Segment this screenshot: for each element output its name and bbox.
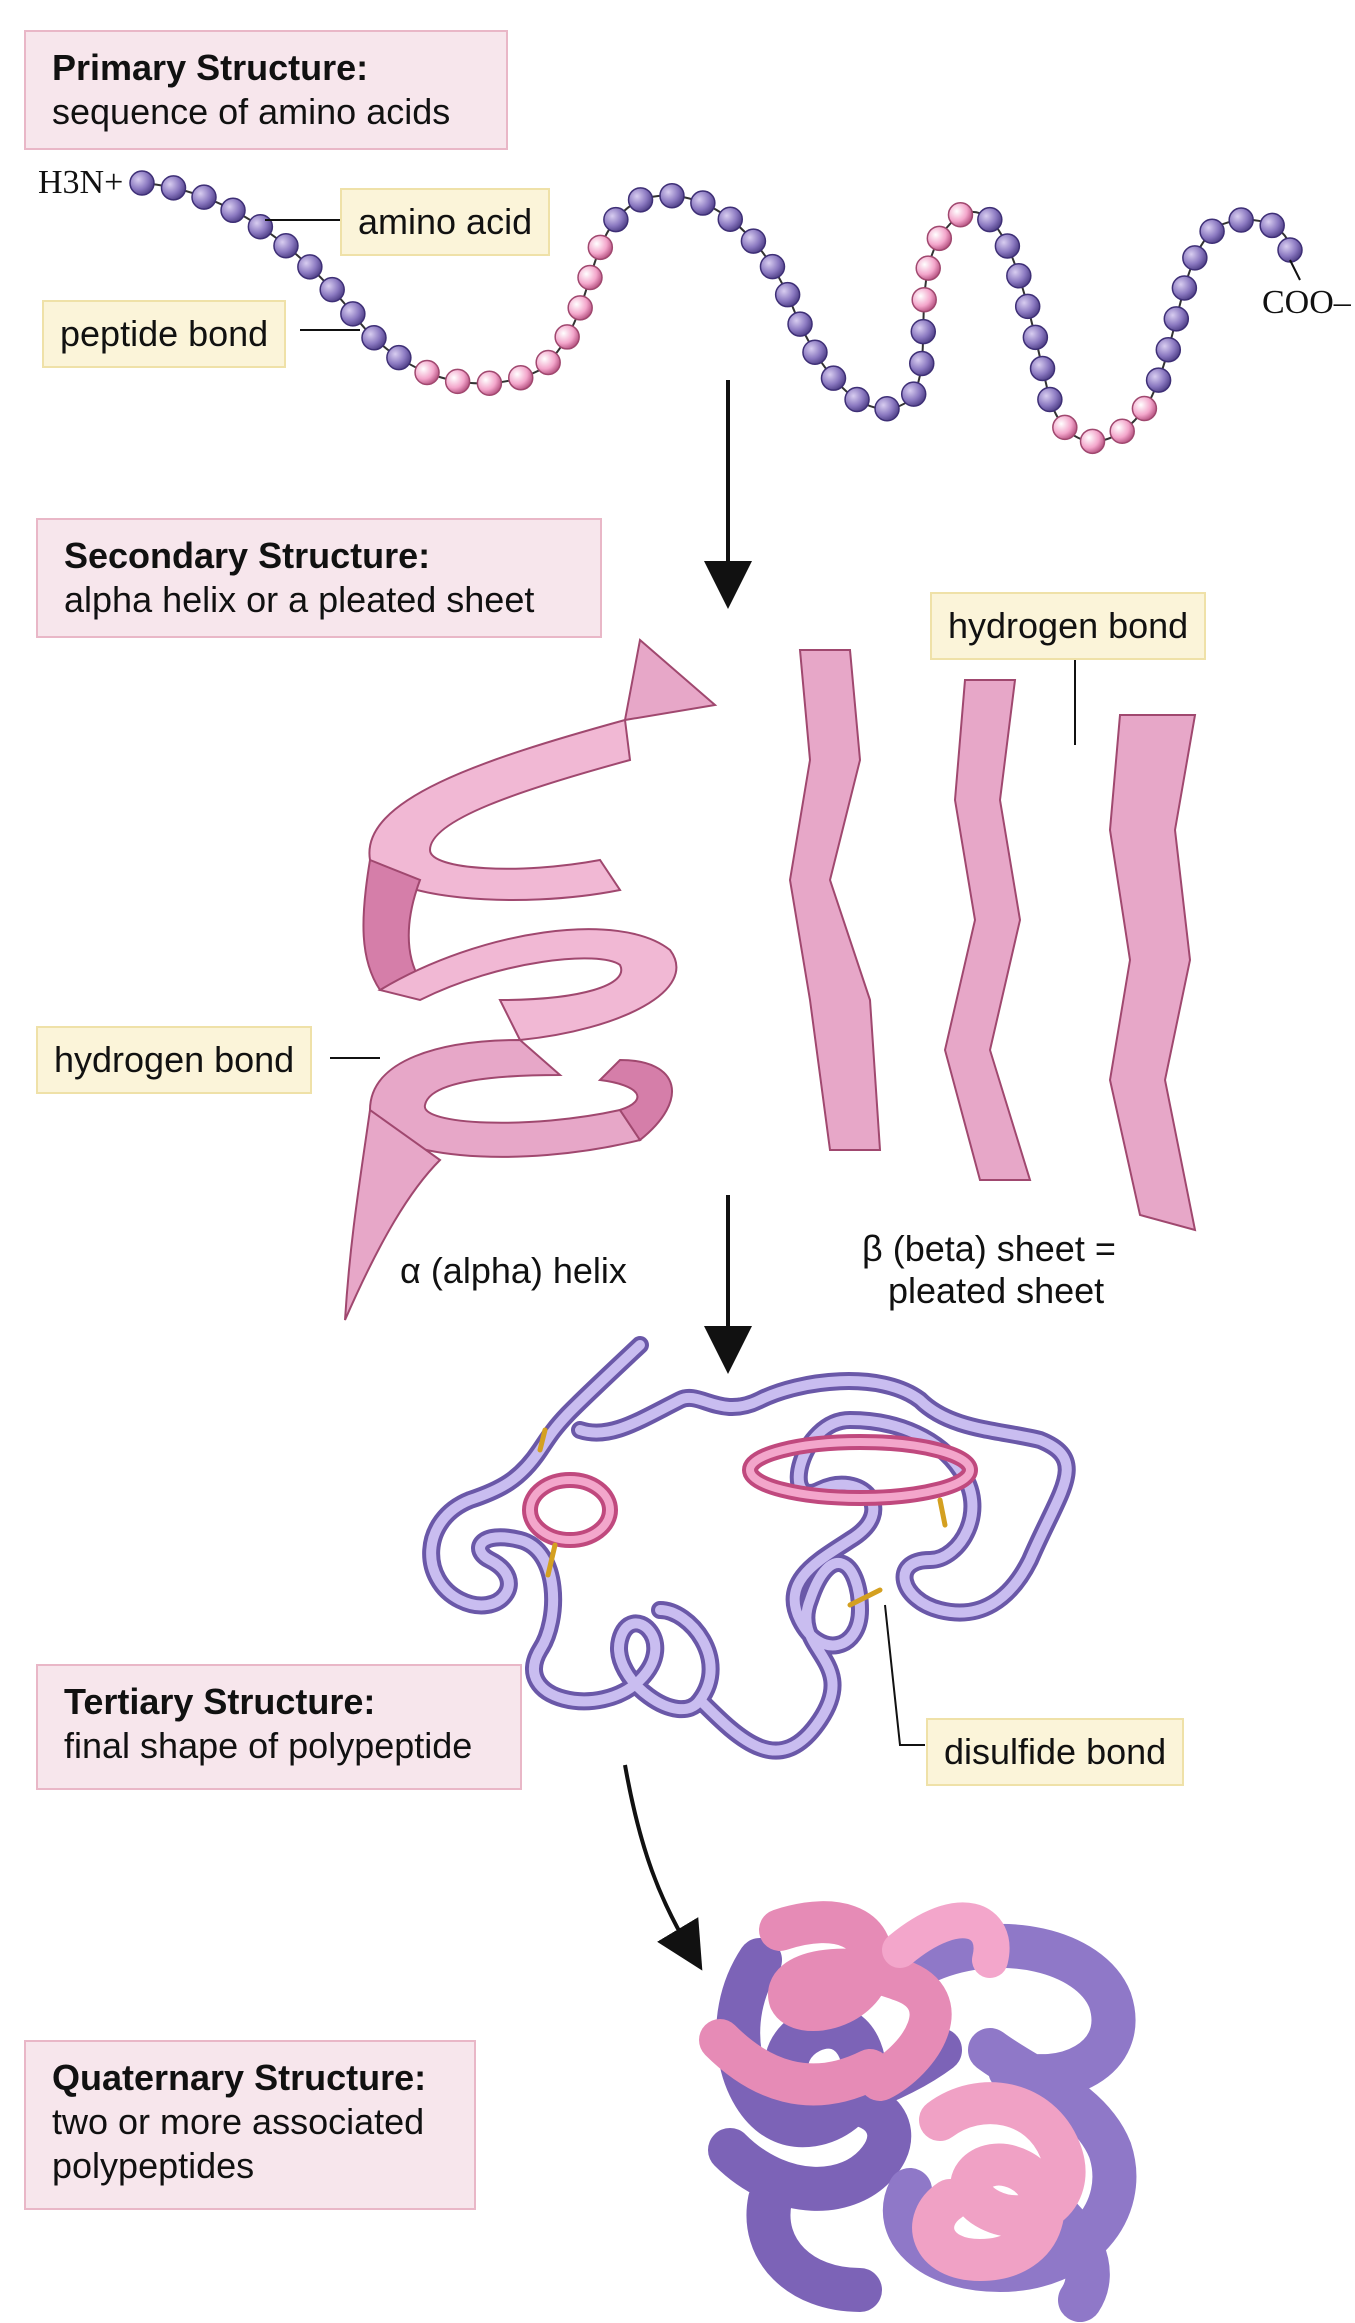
amino-acid-bead <box>910 318 937 345</box>
peptide-bead <box>567 295 593 321</box>
peptide-bond-label: peptide bond <box>42 300 287 368</box>
beta-sheet-caption-line1: β (beta) sheet = <box>862 1228 1116 1269</box>
peptide-bead <box>1079 428 1106 455</box>
amino-acid-bead <box>787 311 813 337</box>
amino-acid-bead <box>908 350 935 377</box>
amino-acid-bead <box>1029 355 1056 382</box>
quaternary-subtitle-line2: polypeptides <box>52 2145 255 2186</box>
peptide-bead <box>507 364 534 391</box>
secondary-title: Secondary Structure: <box>64 535 431 576</box>
amino-acid-bead <box>297 254 323 280</box>
hydrogen-bond-sheet-label: hydrogen bond <box>930 592 1207 660</box>
amino-acid-bead <box>319 276 345 303</box>
amino-acid-bead <box>386 344 412 371</box>
amino-acid-bead <box>1022 324 1049 351</box>
amino-acid-label: amino acid <box>340 188 551 256</box>
alpha-helix-caption: α (alpha) helix <box>400 1250 627 1291</box>
tertiary-structure-box: Tertiary Structure: final shape of polyp… <box>36 1664 522 1790</box>
amino-acid-bead <box>247 213 274 240</box>
tertiary-title: Tertiary Structure: <box>64 1681 376 1722</box>
amino-acid-bead <box>844 386 870 413</box>
peptide-bead <box>577 264 603 291</box>
c-terminus-label: COO– <box>1262 284 1351 321</box>
amino-acid-bead <box>740 228 767 254</box>
amino-acid-chain <box>129 170 1303 455</box>
amino-acid-bead <box>690 190 716 216</box>
amino-acid-bead <box>191 184 217 210</box>
amino-acid-bead <box>340 301 366 327</box>
amino-acid-bead <box>160 175 187 201</box>
peptide-bead <box>554 324 580 350</box>
quaternary-subtitle-line1: two or more associated <box>52 2101 425 2142</box>
amino-acid-bead <box>1199 218 1225 244</box>
peptide-bead <box>414 359 440 386</box>
primary-structure-box: Primary Structure: sequence of amino aci… <box>24 30 508 150</box>
amino-acid-bead <box>220 197 246 224</box>
alpha-helix-ribbon <box>344 638 718 1321</box>
secondary-structure-box: Secondary Structure: alpha helix or a pl… <box>36 518 602 638</box>
amino-acid-bead <box>1014 293 1041 320</box>
peptide-bead <box>947 202 974 228</box>
peptide-bead <box>911 286 937 313</box>
hydrogen-bond-helix-label: hydrogen bond <box>36 1026 313 1094</box>
peptide-bead <box>444 368 471 395</box>
peptide-bead <box>535 349 561 376</box>
amino-acid-bead <box>900 381 927 407</box>
amino-acid-bead <box>759 253 786 280</box>
amino-acid-bead <box>603 206 629 233</box>
quaternary-structure-box: Quaternary Structure: two or more associ… <box>24 2040 476 2210</box>
peptide-bead <box>1131 395 1158 422</box>
tertiary-ribbon <box>422 1336 1076 1760</box>
amino-acid-bead <box>820 365 847 391</box>
primary-subtitle: sequence of amino acids <box>52 91 451 132</box>
beta-sheet-strands <box>788 649 1197 1232</box>
amino-acid-bead <box>717 206 744 232</box>
amino-acid-bead <box>977 206 1003 233</box>
amino-acid-bead <box>1228 207 1254 233</box>
amino-acid-bead <box>1163 306 1190 332</box>
peptide-bead <box>1052 414 1078 441</box>
peptide-bead <box>926 225 953 252</box>
amino-acid-bead <box>1037 386 1063 413</box>
amino-acid-bead <box>802 339 828 365</box>
n-terminus-label: H3N+ <box>38 164 124 201</box>
secondary-subtitle: alpha helix or a pleated sheet <box>64 579 535 620</box>
amino-acid-bead <box>627 187 654 213</box>
amino-acid-bead <box>1006 263 1032 289</box>
amino-acid-bead <box>1277 237 1303 263</box>
amino-acid-bead <box>129 170 155 196</box>
peptide-bead <box>587 234 614 261</box>
amino-acid-bead <box>874 395 900 422</box>
primary-title: Primary Structure: <box>52 47 369 88</box>
amino-acid-bead <box>994 233 1021 259</box>
tertiary-subtitle: final shape of polypeptide <box>64 1725 473 1766</box>
quaternary-structure-blob <box>699 1901 1137 2322</box>
amino-acid-bead <box>1182 245 1208 271</box>
amino-acid-bead <box>659 182 685 209</box>
amino-acid-bead <box>1145 367 1172 393</box>
amino-acid-bead <box>361 325 387 351</box>
amino-acid-bead <box>1155 336 1182 363</box>
peptide-bead <box>476 370 503 397</box>
amino-acid-bead <box>1259 212 1285 239</box>
amino-acid-bead <box>273 232 299 259</box>
disulfide-bond-label: disulfide bond <box>926 1718 1185 1786</box>
amino-acid-bead <box>1171 275 1198 301</box>
peptide-bead <box>1109 418 1135 444</box>
peptide-bead <box>915 255 941 281</box>
amino-acid-bead <box>774 281 801 308</box>
quaternary-title: Quaternary Structure: <box>52 2057 427 2098</box>
beta-sheet-caption-line2: pleated sheet <box>888 1270 1105 1311</box>
